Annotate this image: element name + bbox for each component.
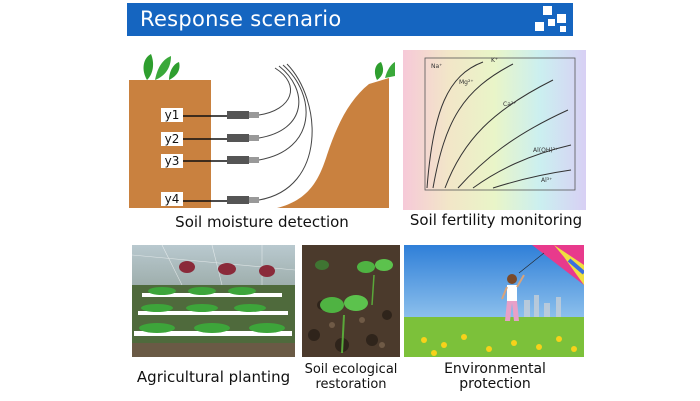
svg-text:Na⁺: Na⁺: [431, 63, 442, 70]
svg-text:y3: y3: [165, 154, 180, 168]
depth-label-y1: y1: [161, 108, 183, 122]
kite-meadow-photo: [404, 245, 584, 357]
caption-environmental-protection: Environmental protection: [444, 361, 546, 392]
caption-agricultural-planting: Agricultural planting: [136, 368, 291, 386]
caption-soil-fertility: Soil fertility monitoring: [409, 211, 583, 229]
svg-text:K⁺: K⁺: [491, 57, 498, 64]
caption-soil-moisture: Soil moisture detection: [175, 213, 349, 231]
girl-figure: [501, 274, 525, 321]
depth-label-y3: y3: [161, 154, 183, 168]
svg-text:Mg²⁺: Mg²⁺: [459, 79, 474, 86]
greenhouse-photo: [132, 245, 295, 357]
soil-moisture-diagram: y1 y2 y3 y4: [129, 54, 395, 208]
depth-label-y2: y2: [161, 132, 183, 146]
page-title: Response scenario: [140, 7, 342, 31]
caption-soil-restoration: Soil ecological restoration: [304, 362, 398, 392]
svg-text:y2: y2: [165, 132, 180, 146]
svg-text:y1: y1: [165, 108, 180, 122]
header-bar: [127, 3, 573, 36]
svg-text:y4: y4: [165, 192, 180, 206]
depth-label-y4: y4: [161, 192, 183, 206]
svg-text:Al³⁺: Al³⁺: [541, 177, 552, 184]
seedling-photo: [302, 245, 400, 357]
svg-text:Ca²⁺: Ca²⁺: [503, 101, 516, 108]
pixel-logo-icon: [535, 6, 566, 32]
sensor-probe-icon: [227, 111, 259, 204]
svg-text:Al(OH)²⁺: Al(OH)²⁺: [533, 147, 558, 154]
soil-fertility-chart-image: Na⁺ K⁺ Mg²⁺ Ca²⁺ Al(OH)²⁺ Al³⁺: [403, 50, 586, 210]
